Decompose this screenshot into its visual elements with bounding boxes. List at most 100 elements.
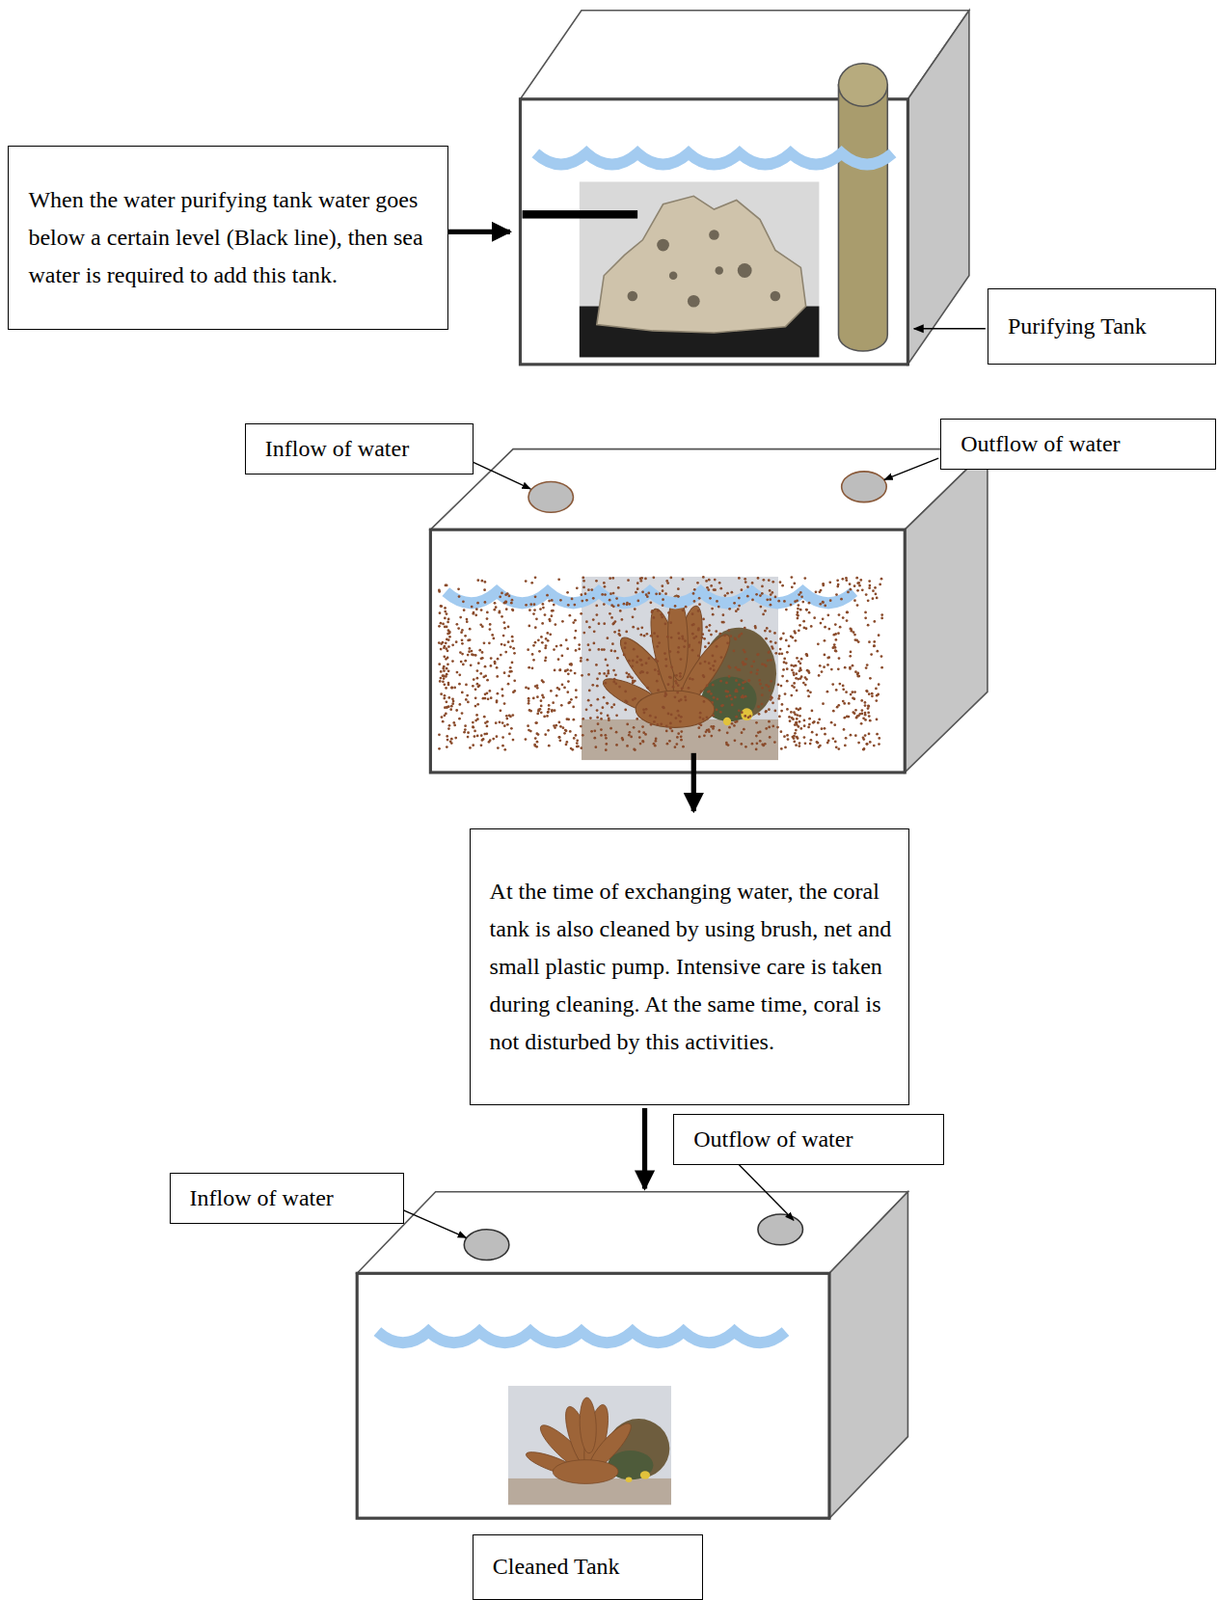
- dirt-dot: [691, 632, 695, 636]
- text-box: Cleaned Tank: [472, 1534, 704, 1600]
- dirt-dot: [744, 657, 748, 661]
- box-text: Outflow of water: [693, 1120, 930, 1159]
- dirt-dot: [741, 661, 745, 665]
- dirt-dot: [847, 715, 851, 719]
- dirt-dot: [844, 690, 848, 694]
- dirt-dot: [527, 729, 531, 732]
- dirt-dot: [676, 709, 680, 713]
- dirt-dot: [439, 676, 443, 680]
- dirt-dot: [880, 666, 884, 670]
- box-text: Outflow of water: [960, 425, 1201, 463]
- dirt-dot: [679, 738, 683, 742]
- coral-tank: [430, 449, 988, 773]
- dirt-dot: [631, 659, 635, 663]
- dirt-dot: [447, 696, 451, 700]
- dirt-dot: [489, 664, 493, 668]
- dirt-dot: [675, 716, 678, 720]
- dirt-dot: [474, 687, 478, 691]
- dirt-dot: [725, 695, 729, 699]
- dirt-dot: [504, 600, 508, 604]
- dirt-dot: [546, 710, 550, 714]
- dirt-dot: [567, 603, 570, 607]
- dirt-dot: [608, 612, 612, 616]
- dirt-dot: [764, 709, 768, 713]
- dirt-dot: [593, 642, 596, 646]
- dirt-dot: [582, 586, 586, 590]
- dirt-dot: [446, 632, 450, 636]
- dirt-dot: [732, 601, 736, 605]
- dirt-dot: [595, 684, 599, 688]
- dirt-dot: [850, 629, 854, 633]
- dirt-dot: [692, 622, 696, 626]
- dirt-dot: [471, 684, 475, 688]
- dirt-dot: [666, 635, 670, 639]
- dirt-dot: [550, 709, 554, 713]
- dirt-dot: [696, 581, 700, 585]
- dirt-dot: [631, 615, 635, 619]
- dirt-dot: [654, 737, 658, 741]
- dirt-dot: [767, 720, 771, 724]
- dirt-dot: [826, 656, 830, 660]
- dirt-dot: [719, 710, 723, 714]
- dirt-dot: [878, 583, 882, 587]
- dirt-dot: [876, 693, 880, 697]
- dirt-dot: [853, 711, 857, 715]
- dirt-dot: [610, 616, 614, 620]
- dirt-dot: [547, 599, 551, 603]
- dirt-dot: [589, 703, 593, 707]
- dirt-dot: [763, 609, 767, 613]
- dirt-dot: [603, 593, 607, 596]
- dirt-dot: [712, 588, 716, 592]
- dirt-dot: [797, 628, 801, 632]
- dirt-dot: [669, 576, 673, 580]
- dirt-dot: [509, 715, 513, 719]
- dirt-dot: [711, 654, 715, 658]
- dirt-dot: [499, 708, 503, 712]
- dirt-dot: [460, 660, 463, 664]
- box-text: Inflow of water: [189, 1179, 390, 1218]
- dirt-dot: [504, 600, 508, 604]
- dirt-dot: [442, 682, 446, 686]
- dirt-dot: [604, 658, 608, 662]
- dirt-dot: [610, 649, 614, 652]
- dirt-dot: [655, 634, 659, 638]
- dirt-dot: [657, 672, 661, 676]
- dirt-dot: [790, 585, 794, 589]
- dirt-dot: [570, 748, 574, 752]
- dirt-dot: [442, 654, 446, 658]
- dirt-dot: [511, 608, 515, 612]
- dirt-dot: [781, 703, 785, 706]
- dirt-dot: [547, 744, 551, 748]
- dirt-dot: [702, 575, 705, 579]
- dirt-dot: [460, 642, 464, 646]
- dirt-dot: [512, 647, 515, 650]
- dirt-dot: [679, 730, 683, 733]
- dirt-dot: [768, 597, 772, 601]
- dirt-dot: [853, 690, 857, 694]
- dirt-dot: [582, 579, 586, 583]
- dirt-dot: [661, 603, 665, 607]
- dirt-dot: [561, 620, 565, 623]
- dirt-dot: [580, 674, 584, 677]
- dirt-dot: [799, 591, 803, 595]
- dirt-dot: [871, 589, 875, 593]
- dirt-dot: [794, 672, 798, 676]
- dirt-dot: [567, 702, 570, 705]
- dirt-dot: [764, 683, 768, 687]
- dirt-dot: [587, 673, 591, 677]
- dirt-dot: [675, 681, 678, 685]
- dirt-dot: [447, 645, 451, 649]
- dirt-dot: [746, 585, 750, 589]
- dirt-dot: [622, 653, 626, 657]
- dirt-dot: [781, 584, 785, 588]
- dirt-dot: [649, 634, 653, 638]
- dirt-dot: [821, 617, 825, 621]
- dirt-dot: [854, 670, 858, 674]
- dirt-dot: [544, 637, 548, 641]
- dirt-dot: [447, 683, 451, 687]
- dirt-dot: [645, 661, 649, 665]
- cleaned-tank: [356, 1191, 908, 1518]
- dirt-dot: [612, 680, 616, 684]
- dirt-dot: [669, 722, 673, 726]
- dirt-dot: [789, 664, 793, 668]
